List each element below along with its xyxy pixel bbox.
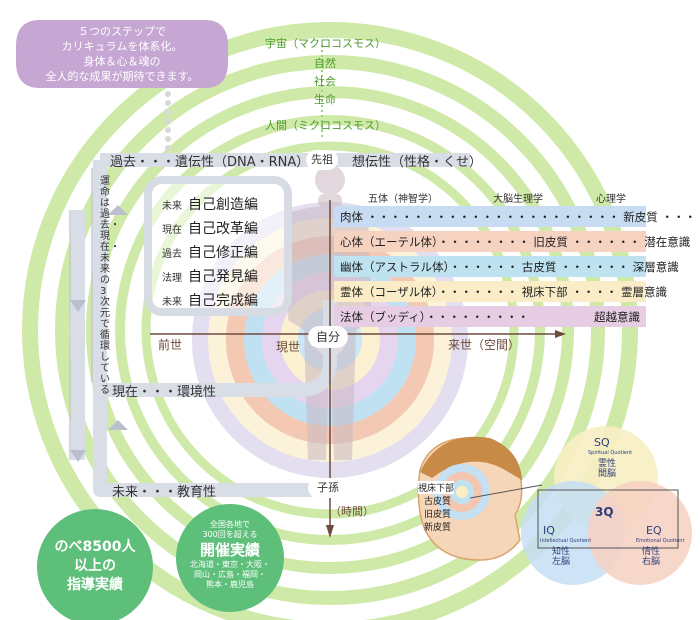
course-name: 自己改革編 — [188, 221, 258, 237]
descendant-label: 子孫 — [308, 478, 348, 498]
course-tag: 現在 — [162, 225, 182, 236]
band-row: 霊体（コーザル体）・・・・・・・ 視床下部 ・・・・ 霊層意識 — [334, 281, 667, 302]
heredity-mind-label: 想伝性（性格・くせ） — [352, 155, 483, 170]
cycle-vertical-caption: 運命は過去・現在・未来の3次元で循環している — [100, 176, 120, 396]
badge-right-circle — [176, 504, 284, 612]
badge-left-line: のべ8500人 — [54, 539, 136, 555]
callout-bubble — [16, 20, 228, 88]
course-tag: 法理 — [162, 273, 182, 284]
axis-past-life-label: 前世 — [158, 338, 183, 352]
course-name: 自己完成編 — [188, 293, 258, 309]
brain-label-neocortex: 新皮質 — [424, 523, 452, 533]
axis-self-label: 自分 — [308, 326, 348, 348]
brain-label-archicortex: 旧皮質 — [424, 510, 452, 520]
cosmos-bottom-label: 人間（ミクロコスモス） — [265, 119, 386, 132]
band-text-right: 超越意識 — [594, 310, 640, 324]
badge-right-small: 全国各地で — [210, 520, 250, 529]
cosmos-nature-label: 自然 — [314, 57, 336, 70]
cosmos-life-label: 生命 — [314, 93, 336, 106]
venn-sq-sub3: 間脳 — [598, 469, 617, 479]
badge-right-main: 開催実績 — [199, 541, 260, 559]
course-tag: 未来 — [162, 297, 182, 308]
course-tag: 未来 — [162, 201, 182, 212]
badge-left-text: のべ8500人 以上の 指導実績 — [40, 538, 150, 595]
venn-eq-sub2: 情性 — [642, 547, 661, 557]
badge-right-place: 岡山・広島・福岡・ — [194, 570, 266, 579]
badge-right-place: 北海道・東京・大阪・ — [190, 560, 270, 569]
callout-line: 全人的な成果が期待できます。 — [45, 70, 199, 83]
venn-center-label: 3Q — [595, 505, 614, 519]
band-row: 幽体（アストラル体）・・・・・・ 古皮質 ・・・・・・ 深層意識 — [334, 256, 679, 277]
past-row-label: 過去・・・遺伝性（DNA・RNA） — [110, 155, 310, 170]
cosmos-top-label: 宇宙（マクロコスモス） — [265, 37, 386, 50]
callout-line: 身体＆心＆魂の — [83, 55, 161, 68]
axis-future-life-label: 来世（空間） — [448, 338, 521, 352]
venn-iq-sub2: 知性 — [552, 547, 571, 557]
course-item: 未来自己創造編 — [162, 194, 258, 214]
band-text: 法体（ブッディ）・・・・・・・・・ — [340, 310, 529, 324]
venn-eq-sub3: 右脳 — [642, 557, 661, 567]
venn-eq-sub1: Emotional Quotient — [636, 538, 685, 544]
callout-line: カリキュラムを体系化。 — [61, 40, 183, 53]
band-text: 心体（エーテル体）・・・・・・・・ 旧皮質 ・・・・・・ 潜在意識 — [340, 235, 691, 249]
venn-sq-label: SQ — [594, 436, 610, 449]
badge-right-place: 熊本・鹿児島 — [206, 580, 254, 589]
band-row: 肉体 ・・・・・・・・・・・・・・・・・・・・・・ 新皮質 ・・・・・・ 顕在意… — [334, 206, 700, 227]
course-name: 自己創造編 — [188, 197, 258, 213]
course-item: 過去自己修正編 — [162, 242, 258, 262]
venn-iq-sub3: 左脳 — [552, 557, 571, 567]
course-item: 法理自己発見編 — [162, 266, 258, 286]
venn-iq-label: IQ — [543, 524, 555, 537]
callout-text: ５つのステップで カリキュラムを体系化。 身体＆心＆魂の 全人的な成果が期待でき… — [18, 24, 226, 84]
band-text: 幽体（アストラル体）・・・・・・ 古皮質 ・・・・・・ 深層意識 — [340, 260, 679, 274]
cosmos-society-label: 社会 — [314, 75, 336, 88]
brain-label-hypothalamus: 視床下部 — [418, 481, 455, 494]
badge-left-line: 以上の — [74, 558, 116, 574]
brain-label-paleocortex: 古皮質 — [424, 497, 452, 507]
column-header-brain: 大脳生理学 — [493, 194, 543, 205]
badge-left-line: 指導実績 — [67, 577, 123, 593]
band-row: 心体（エーテル体）・・・・・・・・ 旧皮質 ・・・・・・ 潜在意識 — [334, 231, 690, 252]
column-header-psychology: 心理学 — [596, 194, 626, 205]
badge-right-small: 300回を超える — [202, 530, 258, 539]
axis-time-label: （時間） — [330, 505, 374, 518]
band-text: 肉体 ・・・・・・・・・・・・・・・・・・・・・・ 新皮質 ・・・・・・ 顕在意… — [340, 210, 700, 224]
time-axis-v-arrow — [326, 525, 334, 538]
ancestor-label: 先祖 — [306, 150, 338, 170]
badge-left-circle — [37, 509, 153, 620]
present-row-label: 現在・・・環境性 — [112, 385, 217, 400]
venn-sq-sub1: Spiritual Quotient — [588, 450, 633, 456]
time-axis-h-arrow — [555, 330, 566, 338]
callout-line: ５つのステップで — [78, 25, 166, 38]
course-name: 自己発見編 — [188, 269, 258, 285]
course-name: 自己修正編 — [188, 245, 258, 261]
cycle-arrows — [70, 205, 128, 462]
band-text: 霊体（コーザル体）・・・・・・・ 視床下部 ・・・・ 霊層意識 — [340, 285, 667, 299]
badge-right-text: 全国各地で 300回を超える 開催実績 北海道・東京・大阪・ 岡山・広島・福岡・… — [178, 520, 282, 590]
brain-head-illustration — [417, 436, 543, 561]
band-row: 法体（ブッディ）・・・・・・・・・ 超越意識 — [334, 306, 646, 327]
venn-eq-label: EQ — [646, 524, 662, 537]
course-item: 未来自己完成編 — [162, 290, 258, 310]
cycle-pipes-outline — [69, 168, 93, 460]
callout-dots — [165, 91, 171, 151]
axis-present-life-label: 現世 — [276, 340, 301, 354]
column-header-body: 五体（神智学） — [368, 194, 438, 205]
venn-iq-sub1: Intellectual Quotient — [540, 538, 592, 544]
venn-sq-sub2: 霊性 — [598, 459, 617, 469]
venn-diagram — [521, 426, 692, 585]
course-tag: 過去 — [162, 249, 182, 260]
course-frame — [144, 176, 292, 316]
course-item: 現在自己改革編 — [162, 218, 258, 238]
future-row-label: 未来・・・教育性 — [112, 485, 217, 500]
